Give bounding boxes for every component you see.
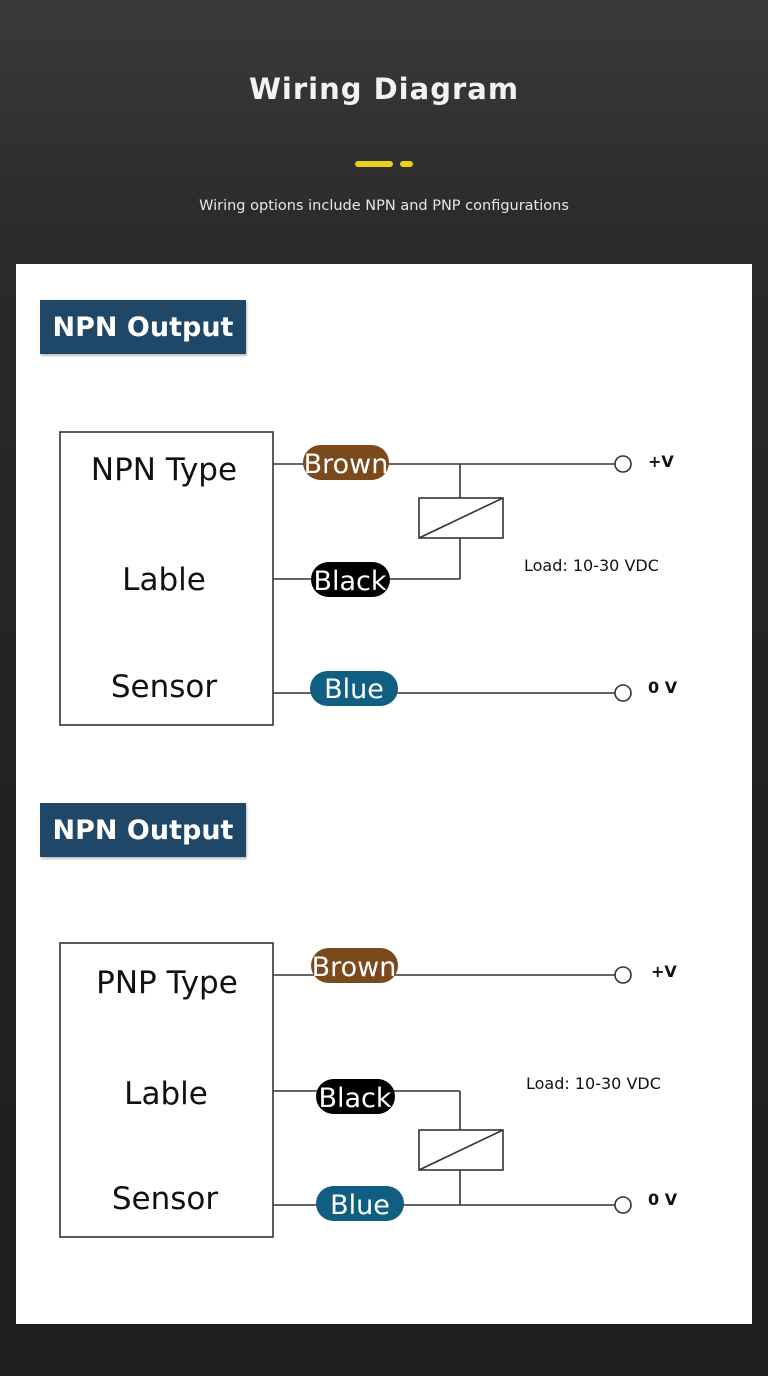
brown-pill — [311, 948, 398, 983]
box-line-label: Lable — [124, 1076, 208, 1112]
terminal-positive — [614, 966, 632, 984]
blue-pill — [310, 671, 398, 706]
box-line-type: PNP Type — [96, 965, 238, 1001]
terminal-zero-label: 0 V — [648, 1190, 678, 1209]
box-line-sensor: Sensor — [112, 1181, 219, 1217]
terminal-zero — [614, 684, 632, 702]
sensor-box — [59, 431, 274, 726]
terminal-zero — [614, 1196, 632, 1214]
brown-pill-label: Brown — [312, 952, 397, 983]
accent-bar-long — [355, 161, 393, 167]
page-subtitle: Wiring options include NPN and PNP confi… — [199, 198, 569, 214]
terminal-positive-label: +V — [651, 962, 677, 981]
black-pill-label: Black — [313, 566, 386, 597]
load-label: Load: 10-30 VDC — [524, 556, 659, 575]
box-line-sensor: Sensor — [111, 669, 218, 705]
terminal-zero-label: 0 V — [648, 678, 678, 697]
blue-pill-label: Blue — [324, 674, 384, 705]
box-line-type: NPN Type — [91, 452, 237, 488]
terminal-positive — [614, 455, 632, 473]
sensor-box — [59, 942, 274, 1238]
npn-diagram: NPN Type Lable Sensor Load: 10-30 VDC +V… — [59, 431, 678, 726]
section-banner-1: NPN Output — [40, 300, 246, 354]
blue-pill-label: Blue — [330, 1190, 390, 1221]
black-pill-label: Black — [318, 1083, 391, 1114]
black-pill — [311, 562, 390, 597]
section-banner-2: NPN Output — [40, 803, 246, 857]
terminal-positive-label: +V — [648, 452, 674, 471]
load-relay-slash — [418, 497, 504, 539]
brown-pill-label: Brown — [304, 449, 389, 480]
box-line-label: Lable — [122, 562, 206, 598]
black-pill — [316, 1079, 395, 1114]
blue-pill — [316, 1186, 404, 1221]
page-title: Wiring Diagram — [248, 72, 520, 106]
load-relay-slash — [418, 1129, 504, 1171]
brown-pill — [303, 445, 389, 480]
load-label: Load: 10-30 VDC — [526, 1074, 661, 1093]
accent-bar-short — [400, 161, 413, 167]
pnp-diagram: PNP Type Lable Sensor Load: 10-30 VDC +V… — [59, 942, 678, 1238]
